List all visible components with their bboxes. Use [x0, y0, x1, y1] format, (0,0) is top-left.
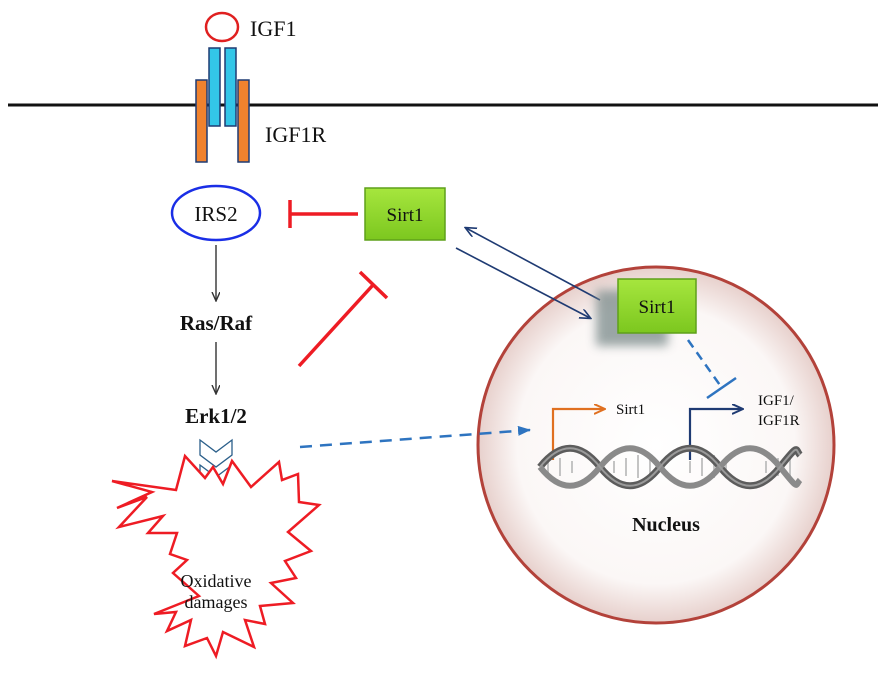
irs2-node	[170, 184, 262, 242]
sirt1-export-arrow	[466, 228, 601, 301]
sirt1-gene-label: Sirt1	[616, 402, 645, 418]
oxidative-line1-label: Oxidative	[181, 571, 252, 591]
sirt1-nucleus-label: Sirt1	[639, 297, 676, 318]
oxidative-damage-starburst-icon	[111, 453, 322, 660]
oxidative-line2-label: damages	[185, 592, 248, 612]
sirt1-nucleus-box	[617, 278, 697, 334]
erk-inhibits-sirt1-arrow	[297, 270, 389, 368]
irs2-label: IRS2	[194, 202, 237, 226]
nucleus-label: Nucleus	[632, 514, 700, 536]
nucleus-circle	[476, 265, 836, 625]
igf1r-label: IGF1R	[265, 122, 326, 147]
ras-raf-label: Ras/Raf	[180, 311, 253, 335]
igf1-promoter-arrow	[688, 409, 742, 460]
igf1-ligand-icon	[204, 11, 240, 43]
sirt1-import-arrow	[455, 247, 590, 318]
igf1-gene-label-line2: IGF1R	[758, 413, 800, 429]
sirt1-inhibits-irs2-arrow	[288, 200, 358, 228]
sirt1-inhibits-igf1-promoter	[686, 339, 737, 400]
igf1-gene-label-line1: IGF1/	[758, 393, 795, 409]
igf1-label: IGF1	[250, 16, 296, 41]
sirt1-promoter-arrow	[551, 409, 604, 460]
sirt1-cytoplasm-label: Sirt1	[387, 205, 424, 226]
igf1r-receptor-icon	[195, 47, 250, 163]
sirt1-cytoplasm-box	[364, 187, 446, 241]
erk-label: Erk1/2	[185, 404, 247, 428]
dna-helix-icon	[537, 444, 803, 490]
